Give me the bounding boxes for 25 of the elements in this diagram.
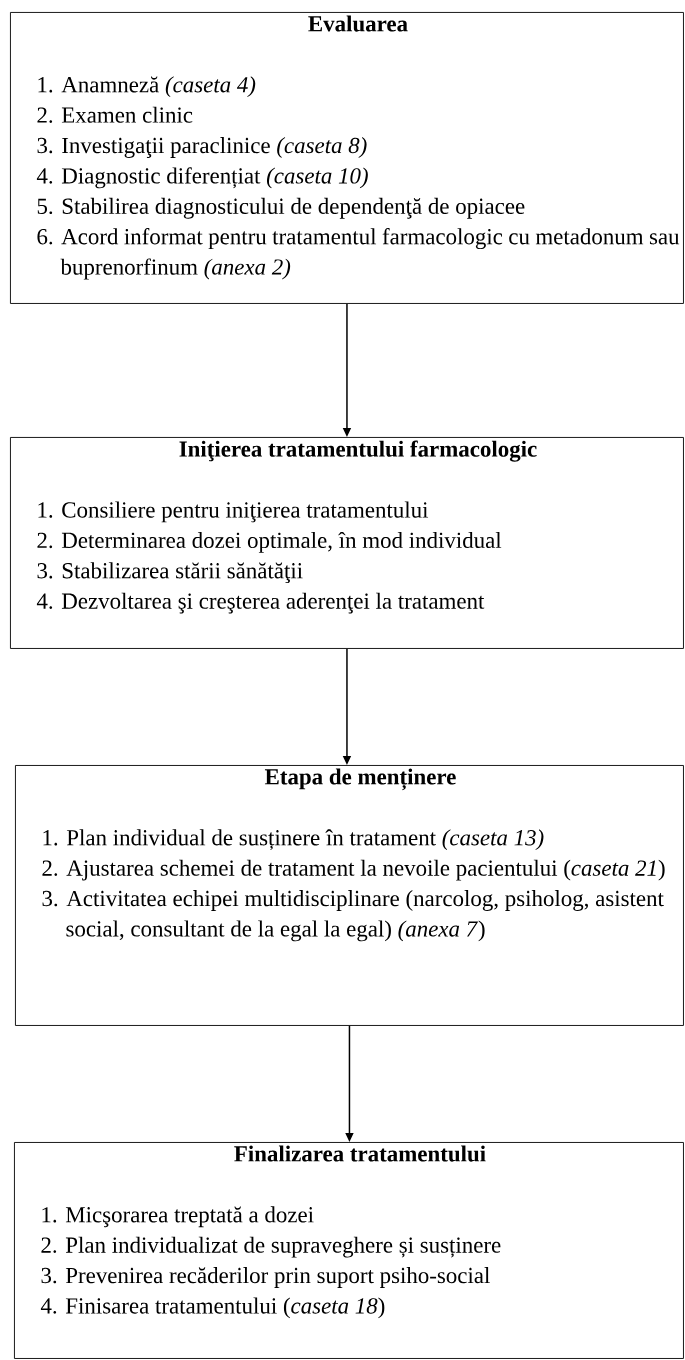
process-box: [15, 765, 684, 1026]
list-item: 2. Plan individualizat de supraveghere și susținere: [41, 1236, 501, 1258]
box-heading: Finalizarea tratamentului: [234, 1145, 486, 1162]
process-box: [10, 437, 684, 649]
list-item: 4. Diagnostic diferențiat (caseta 10): [36, 167, 368, 189]
list-item: 6. Acord informat pentru tratamentul farmacologic cu metadonum sau buprenorfinum (anexa 2): [37, 228, 680, 280]
list-item: 5. Stabilirea diagnosticului de dependenţă de opiacee: [37, 197, 525, 219]
list-item: 2. Determinarea dozei optimale, în mod individual: [37, 531, 502, 553]
box-heading: Evaluarea: [308, 15, 408, 32]
process-box: [14, 1142, 684, 1359]
list-item: 1. Consiliere pentru iniţierea tratamentului: [38, 501, 429, 523]
process-box: [10, 12, 684, 304]
list-item: 2. Examen clinic: [37, 106, 193, 123]
box-heading: Iniţierea tratamentului farmacologic: [179, 440, 537, 462]
list-item: 1. Plan individual de susținere în tratament (caseta 13): [43, 829, 544, 851]
list-item: 4. Dezvoltarea şi creşterea aderenţei la tratament: [36, 592, 485, 614]
list-item: 4. Finisarea tratamentului (caseta 18): [40, 1297, 385, 1319]
list-item: 3. Investigaţii paraclinice (caseta 8): [37, 137, 367, 158]
list-item: 1. Micşorarea treptată a dozei: [42, 1206, 314, 1228]
list-item: 3. Prevenirea recăderilor prin suport psiho-social: [41, 1267, 490, 1288]
list-item: 1. Anamneză (caseta 4): [38, 76, 256, 98]
list-item: 2. Ajustarea schemei de tratament la nevoile pacientului (caseta 21): [42, 859, 665, 881]
list-item: 3. Stabilizarea stării sănătăţii: [37, 562, 303, 584]
box-heading: Etapa de menținere: [264, 768, 456, 791]
list-item: 3. Activitatea echipei multidisciplinare (narcolog, psiholog, asistent social, consultant de la egal la egal) (anexa 7): [42, 890, 664, 942]
